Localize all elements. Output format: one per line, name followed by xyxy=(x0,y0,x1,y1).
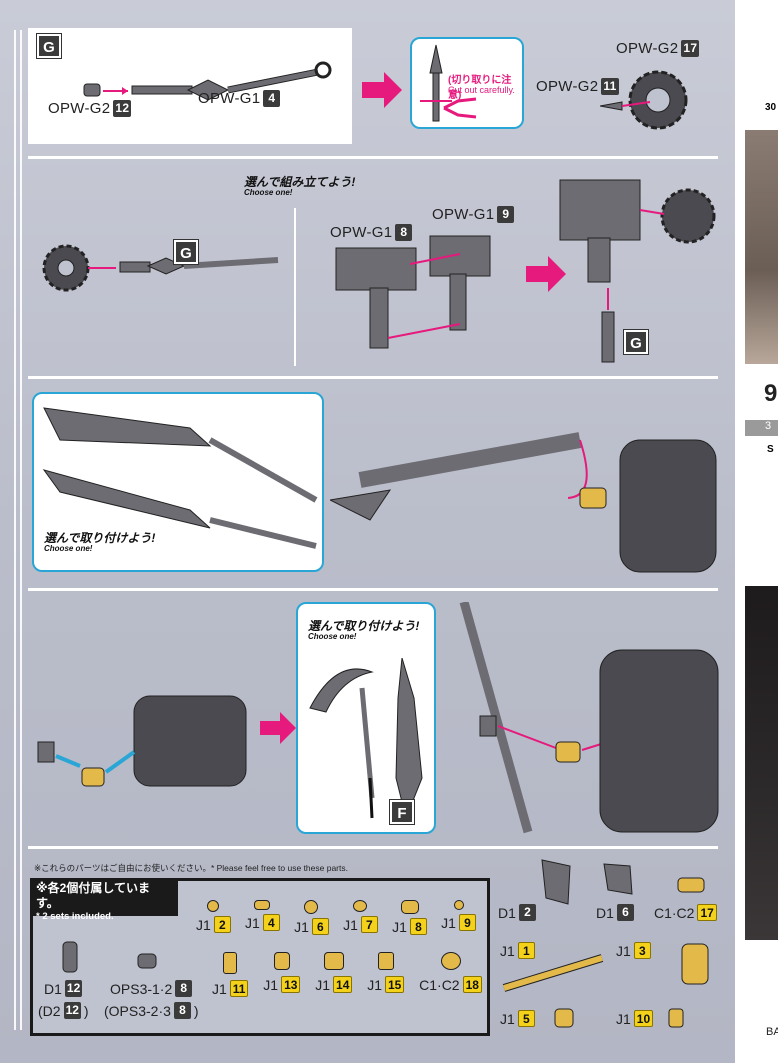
part-badge-g: G xyxy=(623,329,649,355)
adjacent-footer: BA xyxy=(766,1026,778,1038)
dark-photo xyxy=(745,586,778,940)
sickle-and-blade-illustration xyxy=(309,658,423,820)
part-gold-shape xyxy=(502,954,604,992)
next-arrow-icon xyxy=(362,72,402,108)
cut-blade-icon xyxy=(420,44,452,122)
part-gold-shape xyxy=(377,952,394,970)
choose-assemble-note: 選んで組み立てよう!Choose one! xyxy=(244,175,356,198)
next-arrow-icon xyxy=(526,256,566,292)
part-gold-shape xyxy=(304,900,319,914)
blade-options-illustration xyxy=(42,407,318,549)
sets-included-note: ※各2個付属しています。* 2 sets included. xyxy=(30,878,178,922)
blade-options-callout: 選んで取り付けよう!Choose one! xyxy=(32,392,324,572)
cut-callout: (切り取りに注意) Cut out carefully. xyxy=(410,37,524,129)
section-divider xyxy=(28,156,718,159)
rifle-robot-illustration xyxy=(330,432,717,573)
gutter-line xyxy=(20,30,22,1030)
hand-removal-illustration xyxy=(37,695,247,787)
adjacent-band: 3 xyxy=(745,420,778,436)
part-gold-shape xyxy=(207,900,220,912)
part-grey-shape xyxy=(137,953,157,969)
next-arrow-icon xyxy=(260,712,296,744)
gutter-line xyxy=(14,30,16,1030)
part-gold-shape xyxy=(353,900,368,912)
part-gold-shape xyxy=(400,900,419,914)
part-badge-f: F xyxy=(389,799,415,825)
free-parts-note: ※これらのパーツはご自由にお使いください。* Please feel free … xyxy=(34,863,348,873)
choose-attach-note: 選んで取り付けよう!Choose one! xyxy=(308,619,420,642)
part-badge-g: G xyxy=(173,239,199,265)
hammer-halves-illustration xyxy=(335,235,491,349)
gear-ring-illustration xyxy=(600,70,688,130)
adjacent-heading: 9 xyxy=(764,380,778,407)
hammer-assembled-illustration xyxy=(559,179,716,363)
part-grey-shape xyxy=(62,941,78,973)
weapon-options-callout: 選んで取り付けよう!Choose one! F xyxy=(296,602,436,834)
part-gold-shape xyxy=(254,900,271,910)
part-gold-shape xyxy=(453,900,464,910)
spear-illustration xyxy=(83,61,332,101)
part-grey-shape xyxy=(603,863,633,895)
part-gold-shape xyxy=(554,1008,574,1028)
choose-attach-note: 選んで取り付けよう!Choose one! xyxy=(44,531,156,554)
diorama-photo xyxy=(745,130,778,364)
part-gold-shape xyxy=(273,952,290,970)
part-gold-shape xyxy=(440,952,461,970)
adjacent-subheading: S xyxy=(767,444,774,455)
part-gold-shape xyxy=(323,952,344,970)
part-gold-shape xyxy=(223,952,238,974)
nipper-icon xyxy=(443,97,477,119)
section-divider xyxy=(28,588,718,591)
step-badge: G xyxy=(36,33,62,59)
option-divider xyxy=(294,208,296,366)
part-gold-shape xyxy=(677,877,705,893)
part-grey-shape xyxy=(541,859,571,905)
part-gold-shape xyxy=(681,943,709,985)
section-divider xyxy=(28,376,718,379)
section-divider xyxy=(28,846,718,849)
spear-with-gear-illustration xyxy=(42,244,279,292)
robot-with-weapon-illustration xyxy=(459,602,719,834)
part-gold-shape xyxy=(668,1008,684,1028)
